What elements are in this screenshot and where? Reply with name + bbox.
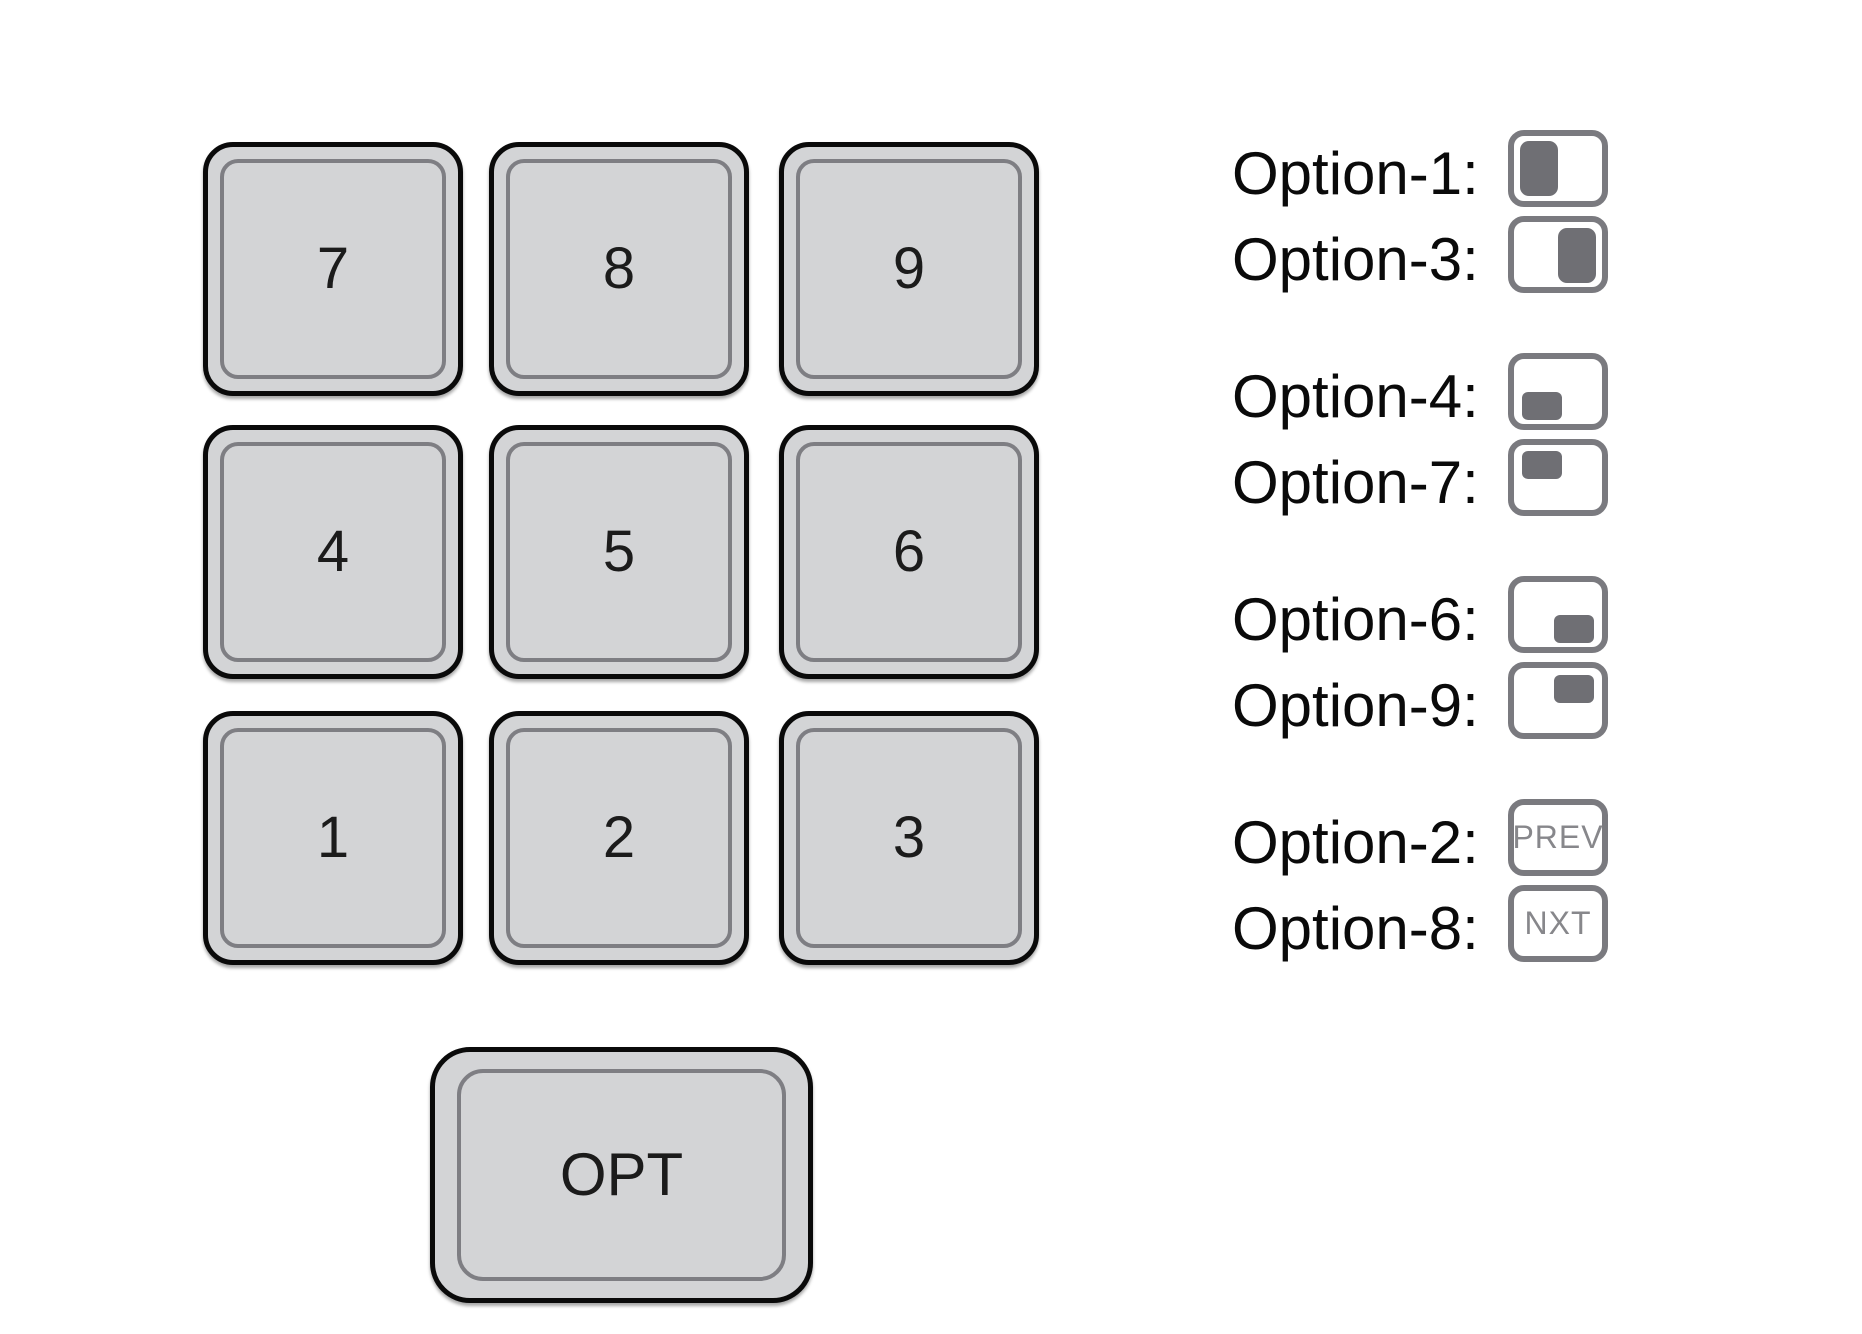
key-9-cap: 9 xyxy=(796,159,1022,379)
key-8[interactable]: 8 xyxy=(489,142,749,396)
key-8-cap: 8 xyxy=(506,159,732,379)
key-1[interactable]: 1 xyxy=(203,711,463,965)
key-opt[interactable]: OPT xyxy=(430,1047,813,1303)
key-7-label: 7 xyxy=(316,236,350,301)
option-3-label: Option-3: xyxy=(1232,226,1479,293)
option-6-label: Option-6: xyxy=(1232,586,1479,653)
legend-row-option-4: Option-4: xyxy=(1232,353,1608,430)
right-half-indicator-icon xyxy=(1508,216,1608,293)
legend-row-option-3: Option-3: xyxy=(1232,216,1608,293)
key-2-cap: 2 xyxy=(506,728,732,948)
key-7[interactable]: 7 xyxy=(203,142,463,396)
legend-group-halves: Option-1: Option-3: xyxy=(1232,130,1608,293)
right-half-mark xyxy=(1558,228,1596,283)
top-left-indicator-icon xyxy=(1508,439,1608,516)
legend-row-option-1: Option-1: xyxy=(1232,130,1608,207)
key-5[interactable]: 5 xyxy=(489,425,749,679)
key-4-cap: 4 xyxy=(220,442,446,662)
key-5-label: 5 xyxy=(602,519,636,584)
key-8-label: 8 xyxy=(602,236,636,301)
bottom-right-indicator-icon xyxy=(1508,576,1608,653)
legend-row-option-9: Option-9: xyxy=(1232,662,1608,739)
option-7-label: Option-7: xyxy=(1232,449,1479,516)
key-6-label: 6 xyxy=(892,519,926,584)
left-half-indicator-icon xyxy=(1508,130,1608,207)
key-1-label: 1 xyxy=(316,805,350,870)
key-2[interactable]: 2 xyxy=(489,711,749,965)
legend-group-right-quadrants: Option-6: Option-9: xyxy=(1232,576,1608,739)
key-7-cap: 7 xyxy=(220,159,446,379)
bottom-left-mark xyxy=(1522,392,1562,420)
legend-row-option-6: Option-6: xyxy=(1232,576,1608,653)
option-8-label: Option-8: xyxy=(1232,895,1479,962)
key-9-label: 9 xyxy=(892,236,926,301)
nxt-badge: NXT xyxy=(1508,885,1608,962)
prev-badge: PREV xyxy=(1508,799,1608,876)
legend-group-left-quadrants: Option-4: Option-7: xyxy=(1232,353,1608,516)
key-3[interactable]: 3 xyxy=(779,711,1039,965)
key-6[interactable]: 6 xyxy=(779,425,1039,679)
top-right-mark xyxy=(1554,675,1594,703)
key-3-label: 3 xyxy=(892,805,926,870)
legend-row-option-8: Option-8: NXT xyxy=(1232,885,1608,962)
key-4-label: 4 xyxy=(316,519,350,584)
option-2-label: Option-2: xyxy=(1232,809,1479,876)
option-1-label: Option-1: xyxy=(1232,140,1479,207)
key-5-cap: 5 xyxy=(506,442,732,662)
key-6-cap: 6 xyxy=(796,442,1022,662)
key-2-label: 2 xyxy=(602,805,636,870)
key-9[interactable]: 9 xyxy=(779,142,1039,396)
key-opt-label: OPT xyxy=(559,1141,684,1208)
key-4[interactable]: 4 xyxy=(203,425,463,679)
top-right-indicator-icon xyxy=(1508,662,1608,739)
legend-group-prev-next: Option-2: PREV Option-8: NXT xyxy=(1232,799,1608,962)
left-half-mark xyxy=(1520,141,1558,196)
key-3-cap: 3 xyxy=(796,728,1022,948)
legend-row-option-7: Option-7: xyxy=(1232,439,1608,516)
bottom-left-indicator-icon xyxy=(1508,353,1608,430)
legend-row-option-2: Option-2: PREV xyxy=(1232,799,1608,876)
option-4-label: Option-4: xyxy=(1232,363,1479,430)
top-left-mark xyxy=(1522,451,1562,479)
bottom-right-mark xyxy=(1554,615,1594,643)
options-legend: Option-1: Option-3: Option-4: Option-7: … xyxy=(1232,130,1608,1022)
key-opt-cap: OPT xyxy=(457,1069,786,1281)
option-9-label: Option-9: xyxy=(1232,672,1479,739)
key-1-cap: 1 xyxy=(220,728,446,948)
